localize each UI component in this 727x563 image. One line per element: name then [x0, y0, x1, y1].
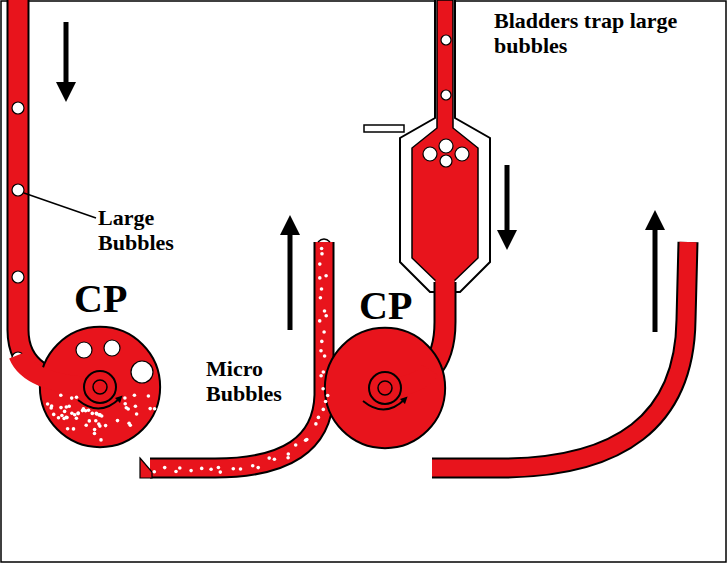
pump-label: CP	[359, 286, 412, 326]
flow-arrow	[288, 225, 293, 330]
outlet-tube	[432, 242, 688, 468]
micro-bubbles	[46, 247, 330, 474]
trapped-bubbles	[423, 35, 469, 167]
pump-body	[325, 328, 445, 448]
outlet-tube-outline	[432, 242, 688, 468]
callout-label: Micro Bubbles	[206, 356, 314, 407]
impeller-center	[93, 380, 107, 394]
pump-label: CP	[74, 279, 127, 319]
pump-internals-right	[363, 370, 430, 410]
impeller-hub	[84, 371, 116, 403]
callout-label: Large Bubbles	[98, 205, 218, 256]
outlet-nozzle	[140, 458, 152, 478]
bladder-housing	[400, 0, 490, 292]
flow-arrow	[653, 220, 658, 332]
rotation-arrow	[363, 399, 405, 410]
large-bubbles	[76, 340, 153, 383]
bladder	[412, 0, 478, 282]
impeller-hub	[369, 372, 401, 404]
flow-arrow	[64, 22, 69, 92]
pump-internals-left	[18, 247, 330, 478]
callout-label: Bladders trap large bubbles	[494, 8, 709, 59]
outlet-tube	[150, 242, 324, 468]
rotation-arrow	[78, 398, 120, 409]
outlet-tube-outline	[150, 242, 324, 468]
flow-arrow	[505, 165, 510, 240]
tube-end	[318, 239, 330, 242]
impeller-center	[378, 381, 392, 395]
large-bubbles	[12, 102, 24, 364]
side-pipe	[364, 125, 404, 132]
leader-line	[24, 193, 96, 218]
